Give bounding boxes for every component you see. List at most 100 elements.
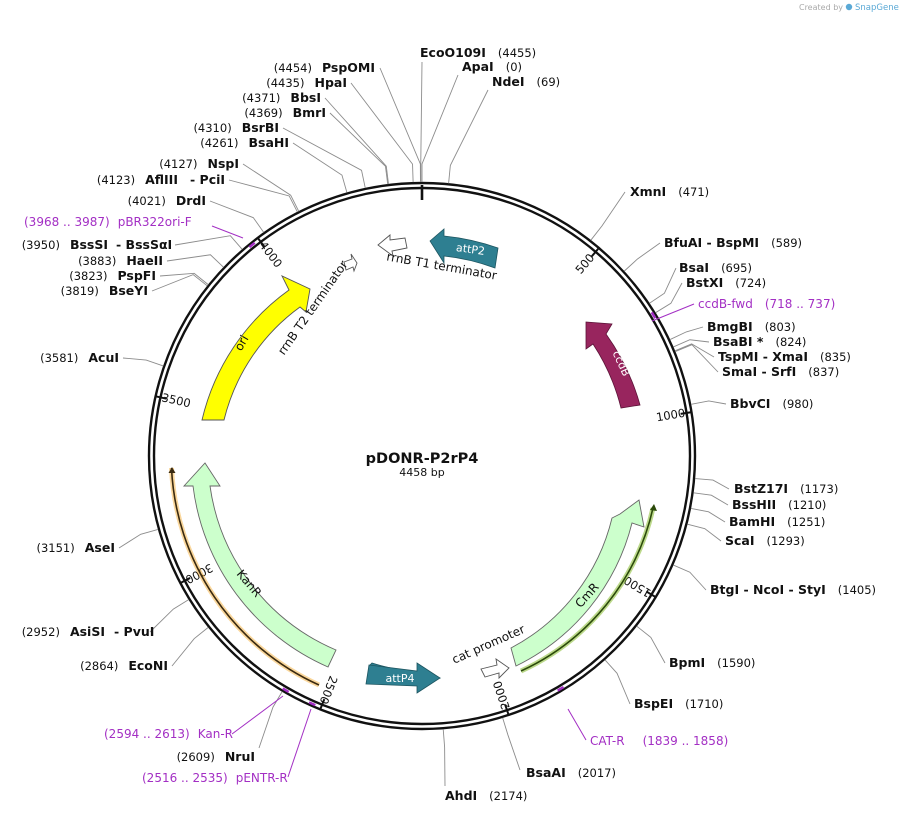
primer-leader bbox=[231, 695, 284, 735]
primer-name: ccdB-fwd bbox=[698, 297, 753, 311]
enzyme-position: (3151) bbox=[37, 541, 75, 555]
enzyme-label: XmnI(471) bbox=[630, 184, 709, 199]
primer-mark bbox=[282, 687, 290, 694]
enzyme-name: AcuI bbox=[88, 350, 119, 365]
leader-line bbox=[350, 82, 414, 183]
enzyme-name: BsaHI bbox=[248, 135, 289, 150]
enzyme-name: BtgI - NcoI - StyI bbox=[710, 582, 826, 597]
enzyme-label: BtgI - NcoI - StyI(1405) bbox=[710, 582, 876, 597]
enzyme-label: (3819)BseYI bbox=[61, 283, 148, 298]
enzyme-position: (4371) bbox=[242, 91, 280, 105]
enzyme-label: SmaI - SrfI(837) bbox=[722, 364, 839, 379]
enzyme-position: (4261) bbox=[200, 136, 238, 150]
leader-line bbox=[258, 691, 283, 749]
enzyme-label: - PciI bbox=[190, 172, 225, 187]
enzyme-label: (3883)HaeII bbox=[78, 253, 163, 268]
enzyme-name: EcoNI bbox=[128, 658, 168, 673]
enzyme-label: - PvuI bbox=[114, 624, 154, 639]
enzyme-position: (837) bbox=[808, 365, 839, 379]
primer-name: Kan-R bbox=[198, 727, 233, 741]
enzyme-name: AhdI bbox=[445, 788, 477, 803]
enzyme-name: PspFI bbox=[117, 268, 156, 283]
enzyme-label: (4435)HpaI bbox=[266, 75, 347, 90]
leader-line bbox=[166, 254, 224, 268]
leader-line bbox=[502, 717, 521, 771]
ori-feature bbox=[201, 275, 311, 421]
enzyme-name: BmrI bbox=[293, 105, 326, 120]
tick-label: 2000 bbox=[490, 679, 513, 711]
enzyme-label: TspMI - XmaI(835) bbox=[718, 349, 851, 364]
enzyme-name: EcoO109I bbox=[420, 45, 486, 60]
enzyme-position: (4127) bbox=[159, 157, 197, 171]
attp4-body bbox=[365, 662, 441, 694]
enzyme-name: XmnI bbox=[630, 184, 666, 199]
leader-line bbox=[292, 142, 348, 193]
tick-mark bbox=[154, 395, 167, 400]
enzyme-label: (4261) BsaHI bbox=[200, 135, 289, 150]
tick-label: 2500 bbox=[317, 674, 341, 706]
leader-line bbox=[282, 127, 366, 189]
leader-line bbox=[695, 478, 730, 490]
cmr-annotation-arrow-icon bbox=[650, 504, 657, 511]
leader-line bbox=[122, 357, 164, 367]
enzyme-position: (3823) bbox=[69, 269, 107, 283]
enzyme-position: (1710) bbox=[685, 697, 723, 711]
leader-line bbox=[421, 74, 459, 182]
enzyme-position: (824) bbox=[775, 335, 806, 349]
enzyme-position: (1293) bbox=[767, 534, 805, 548]
primer-label: (2594 .. 2613) Kan-R bbox=[104, 727, 233, 741]
enzyme-label: (3151) AseI bbox=[37, 540, 116, 555]
leader-line bbox=[228, 179, 298, 213]
primer-leader bbox=[211, 225, 244, 239]
enzyme-position: (1251) bbox=[787, 515, 825, 529]
enzyme-position: (2952) bbox=[22, 625, 60, 639]
enzyme-name: BspEI bbox=[634, 696, 673, 711]
enzyme-position: (1590) bbox=[717, 656, 755, 670]
primer-mark bbox=[650, 311, 657, 319]
leader-line bbox=[151, 274, 208, 292]
tick-mark bbox=[318, 698, 326, 711]
enzyme-name: HpaI bbox=[315, 75, 348, 90]
enzyme-label: BmgBI(803) bbox=[707, 319, 796, 334]
cmr-annotation-arc bbox=[520, 507, 654, 672]
enzyme-label: AhdI(2174) bbox=[445, 788, 527, 803]
enzyme-label: (4369)BmrI bbox=[244, 105, 326, 120]
primer-label: CAT-R(1839 .. 1858) bbox=[590, 734, 728, 748]
cat-promoter-feature bbox=[480, 658, 510, 680]
enzyme-name: DrdI bbox=[176, 193, 206, 208]
enzyme-position: (0) bbox=[506, 60, 522, 74]
enzyme-name: BsaAI bbox=[526, 765, 566, 780]
leader-line bbox=[687, 523, 722, 542]
rrnb-t2-terminator-feature bbox=[343, 253, 358, 273]
attp2-label: attP2 bbox=[455, 241, 486, 258]
enzyme-name: ApaI bbox=[462, 59, 494, 74]
primer-range: (2594 .. 2613) bbox=[104, 727, 190, 741]
enzyme-label: BsaI(695) bbox=[679, 260, 752, 275]
primer-name: pBR322ori-F bbox=[118, 215, 192, 229]
leader-line bbox=[329, 112, 389, 185]
leader-line bbox=[690, 507, 726, 523]
cmr-feature bbox=[510, 499, 645, 667]
enzyme-position: (724) bbox=[735, 276, 766, 290]
plasmid-name: pDONR-P2rP4 bbox=[366, 451, 479, 467]
enzyme-name: TspMI - XmaI bbox=[718, 349, 808, 364]
enzyme-name: AseI bbox=[85, 540, 115, 555]
primer-range: (3968 .. 3987) bbox=[24, 215, 110, 229]
enzyme-name: BamHI bbox=[729, 514, 775, 529]
enzyme-name: NdeI bbox=[492, 74, 525, 89]
enzyme-label: (2952)AsiSI bbox=[22, 624, 105, 639]
primer-name: CAT-R bbox=[590, 734, 625, 748]
enzyme-label: (4127)NspI bbox=[159, 156, 239, 171]
enzyme-position: (4310) bbox=[193, 121, 231, 135]
leader-line bbox=[209, 200, 265, 233]
primer-range: (2516 .. 2535) bbox=[142, 771, 228, 785]
leader-line bbox=[655, 282, 683, 314]
tick-label: 3500 bbox=[160, 390, 192, 410]
enzyme-label: BbvCI(980) bbox=[730, 396, 813, 411]
enzyme-name: BbsI bbox=[290, 90, 321, 105]
enzyme-label: BfuAI - BspMI(589) bbox=[664, 235, 802, 250]
leader-line bbox=[118, 528, 159, 549]
leader-line bbox=[673, 339, 710, 348]
primer-mark bbox=[308, 701, 316, 707]
primer-label: ccdB-fwd(718 .. 737) bbox=[698, 297, 835, 311]
